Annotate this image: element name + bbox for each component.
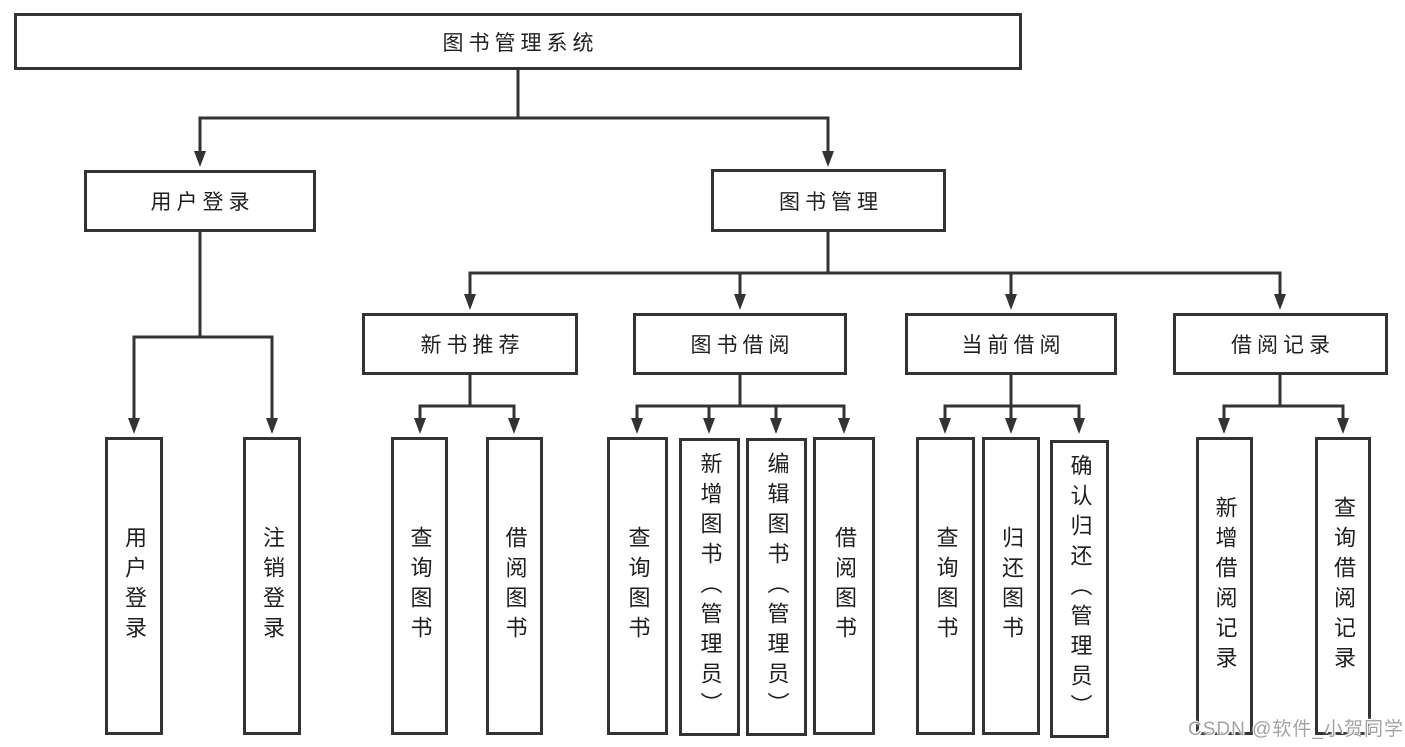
leaf-label: 查询图书 bbox=[933, 526, 959, 646]
node-label: 借阅记录 bbox=[1231, 334, 1335, 357]
node-label: 新书推荐 bbox=[420, 334, 525, 357]
leaf-label: 借阅图书 bbox=[502, 526, 528, 646]
node-label: 当前借阅 bbox=[961, 334, 1066, 357]
node-label: 图书管理系统 bbox=[442, 31, 599, 55]
leaf-borrow-edit-books-admin: 编辑图书（管理员） bbox=[746, 438, 807, 736]
leaf-label: 用户登录 bbox=[122, 526, 147, 646]
leaf-user-login: 用户登录 bbox=[105, 437, 163, 735]
node-library-management-system: 图书管理系统 bbox=[14, 13, 1022, 70]
leaf-label: 确认归还（管理员） bbox=[1067, 454, 1093, 724]
leaf-current-confirm-return-admin: 确认归还（管理员） bbox=[1050, 440, 1109, 738]
leaf-label: 归还图书 bbox=[999, 526, 1024, 646]
leaf-label: 新增借阅记录 bbox=[1212, 496, 1238, 676]
node-borrowing-records: 借阅记录 bbox=[1173, 313, 1388, 375]
leaf-recommend-borrow-books: 借阅图书 bbox=[486, 437, 543, 735]
leaf-current-return-books: 归还图书 bbox=[982, 437, 1040, 735]
leaf-label: 新增图书（管理员） bbox=[697, 452, 723, 722]
node-user-login: 用户登录 bbox=[84, 170, 316, 232]
leaf-label: 查询借阅记录 bbox=[1331, 496, 1356, 676]
node-current-borrowing: 当前借阅 bbox=[905, 313, 1117, 375]
leaf-label: 查询图书 bbox=[625, 526, 651, 646]
node-book-management: 图书管理 bbox=[711, 169, 946, 232]
leaf-borrow-add-books-admin: 新增图书（管理员） bbox=[679, 438, 740, 736]
leaf-records-add-borrow-record: 新增借阅记录 bbox=[1196, 437, 1253, 735]
leaf-label: 借阅图书 bbox=[832, 526, 857, 646]
leaf-label: 注销登录 bbox=[260, 526, 285, 646]
csdn-watermark: CSDN @软件_小贺同学 bbox=[1188, 719, 1404, 740]
leaf-records-query-borrow-record: 查询借阅记录 bbox=[1315, 437, 1371, 735]
leaf-label: 编辑图书（管理员） bbox=[764, 452, 790, 722]
leaf-label: 查询图书 bbox=[407, 526, 433, 646]
leaf-borrow-query-books: 查询图书 bbox=[607, 437, 668, 735]
leaf-current-query-books: 查询图书 bbox=[916, 437, 975, 735]
leaf-borrow-borrow-books: 借阅图书 bbox=[813, 437, 875, 735]
node-new-book-recommendation: 新书推荐 bbox=[362, 313, 578, 375]
leaf-recommend-query-books: 查询图书 bbox=[391, 437, 448, 735]
node-label: 图书借阅 bbox=[690, 334, 795, 357]
leaf-logout: 注销登录 bbox=[243, 437, 301, 735]
node-label: 图书管理 bbox=[779, 190, 883, 214]
node-book-borrowing: 图书借阅 bbox=[633, 313, 847, 375]
node-label: 用户登录 bbox=[150, 191, 255, 214]
